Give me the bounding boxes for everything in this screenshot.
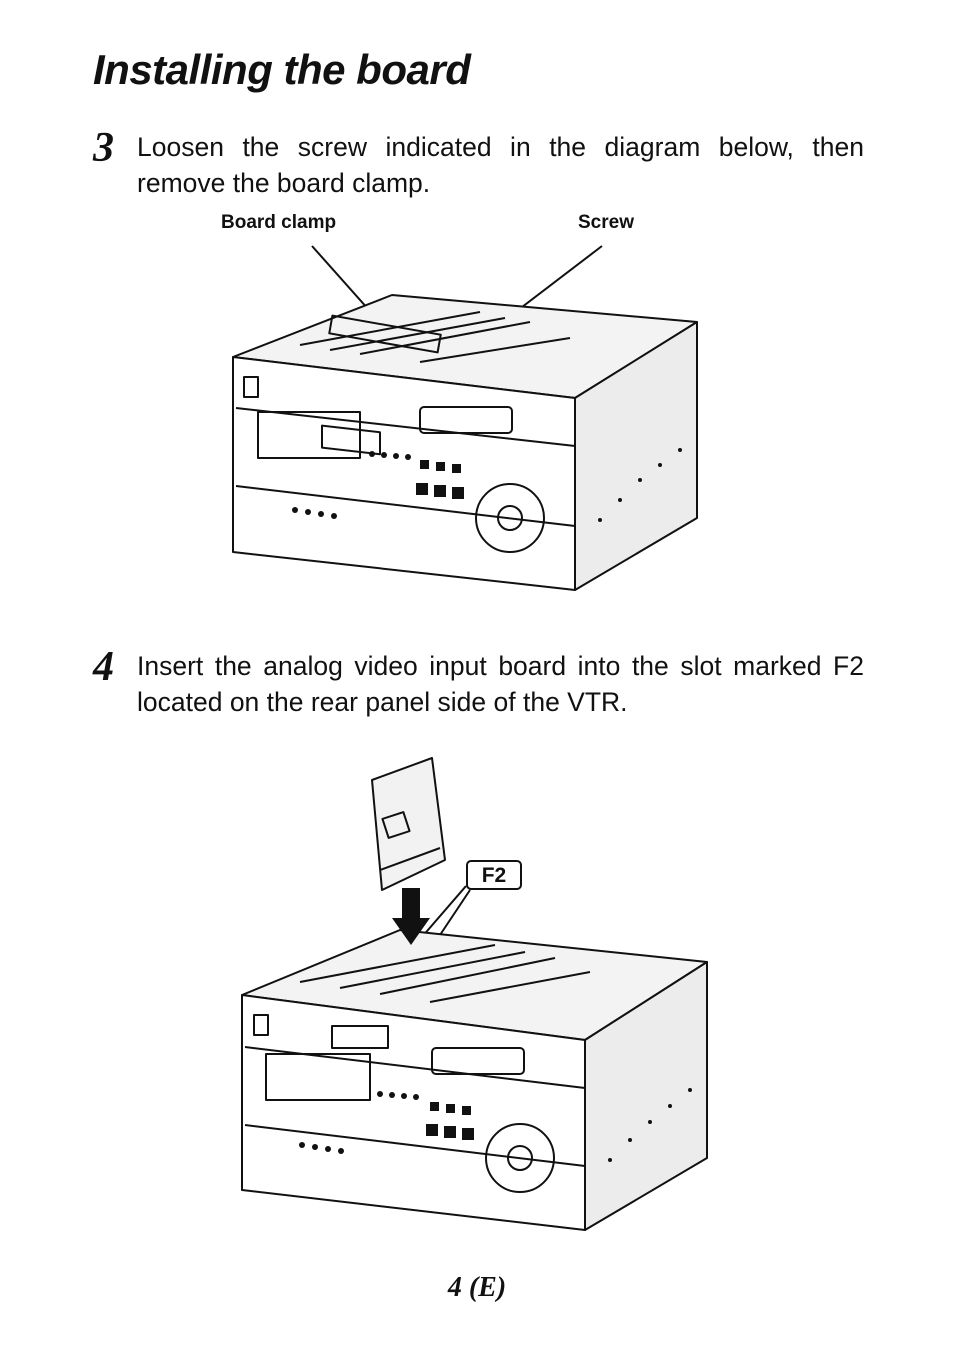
- callout-f2-slot: F2: [466, 860, 522, 890]
- step-text-4: Insert the analog video input board into…: [137, 651, 864, 717]
- step-text-3: Loosen the screw indicated in the diagra…: [137, 132, 864, 198]
- page-number: 4 (E): [447, 1272, 507, 1303]
- callout-screw: Screw: [578, 212, 634, 233]
- insert-arrow: [392, 888, 430, 945]
- page-title: Installing the board: [93, 46, 471, 93]
- callout-board-clamp: Board clamp: [221, 212, 337, 233]
- step-number-3: 3: [93, 125, 114, 171]
- step-number-4: 4: [93, 644, 114, 690]
